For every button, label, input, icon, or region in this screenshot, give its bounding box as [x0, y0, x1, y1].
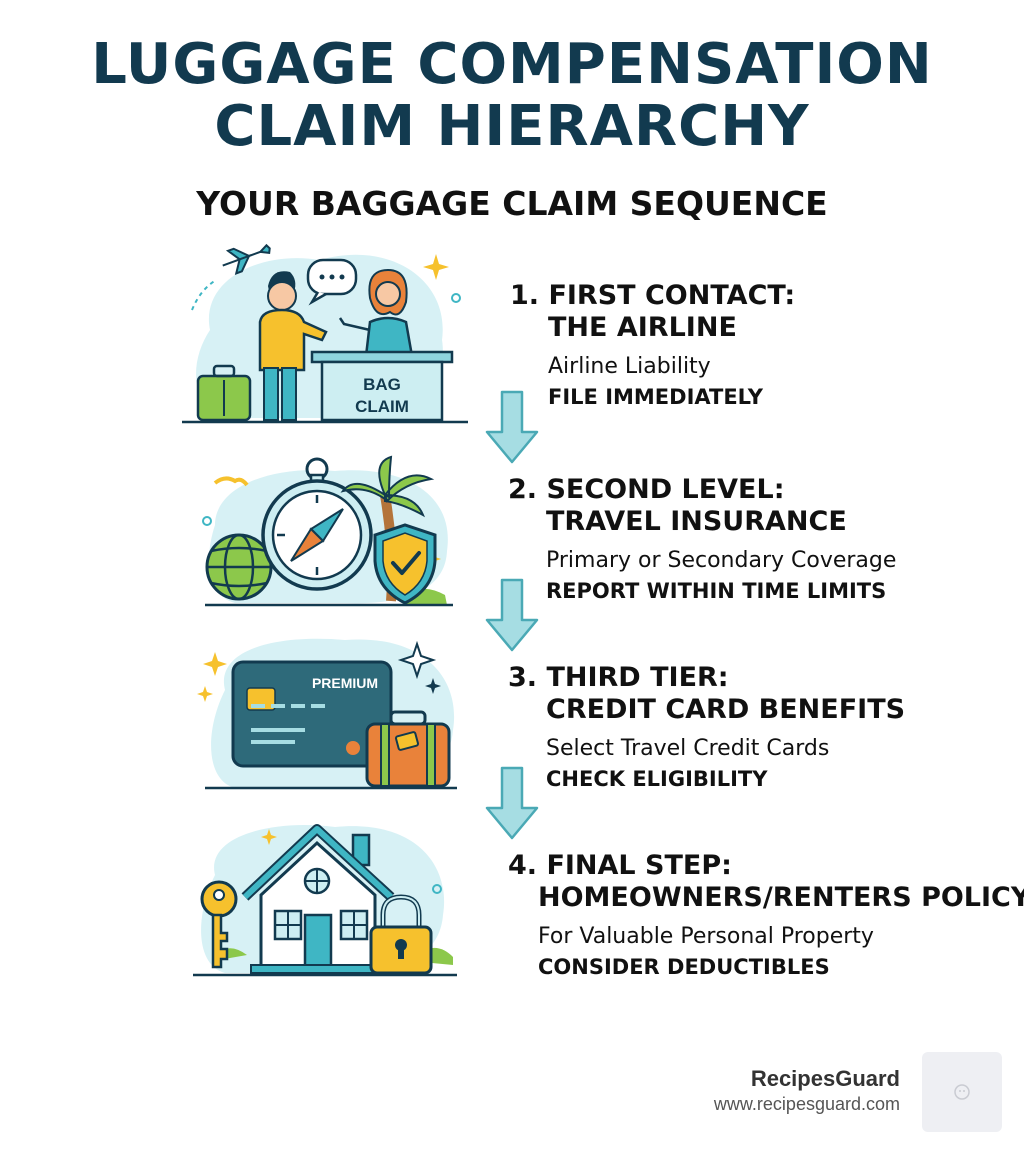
step-4-heading-line-2: HOMEOWNERS/RENTERS POLICY [538, 882, 1024, 913]
shield-check-icon [373, 523, 437, 605]
step-2: 2. SECOND LEVEL: TRAVEL INSURANCE Primar… [508, 474, 896, 606]
suitcase-icon [365, 710, 451, 788]
page-title: LUGGAGE COMPENSATION CLAIM HIERARCHY [0, 34, 1024, 158]
step-2-heading-line-1: 2. SECOND LEVEL: [508, 474, 785, 505]
brand-logo-icon [954, 1084, 970, 1100]
step-1-description: Airline Liability [548, 354, 711, 379]
step-2-description: Primary or Secondary Coverage [546, 548, 897, 573]
brand-url[interactable]: www.recipesguard.com [713, 1094, 900, 1114]
step-1-heading-line-1: 1. FIRST CONTACT: [510, 280, 796, 311]
brand-name: RecipesGuard [750, 1066, 900, 1091]
step-4: 4. FINAL STEP: HOMEOWNERS/RENTERS POLICY… [508, 850, 1024, 982]
desk-sign-line-1: BAG [363, 375, 401, 394]
traveler-figure [258, 271, 328, 421]
house-icon [241, 824, 395, 974]
brand-logo [922, 1052, 1002, 1132]
airline-bag-claim-illustration: BAG CLAIM [182, 243, 468, 424]
down-arrow-icon [485, 390, 539, 464]
homeowners-illustration [193, 824, 457, 977]
bag-claim-desk [310, 350, 454, 422]
down-arrow-icon [485, 578, 539, 652]
step-2-heading-line-2: TRAVEL INSURANCE [546, 506, 847, 537]
suitcase-icon [196, 364, 252, 422]
step-4-heading-line-1: 4. FINAL STEP: [508, 850, 732, 881]
brand-block: RecipesGuard www.recipesguard.com [714, 1066, 900, 1115]
credit-card-illustration: PREMIUM [197, 638, 457, 790]
travel-insurance-illustration [202, 455, 453, 607]
step-1-action: FILE IMMEDIATELY [548, 385, 764, 409]
airline-agent-figure [338, 268, 414, 358]
step-4-description: For Valuable Personal Property [538, 924, 874, 949]
globe-icon [205, 533, 273, 601]
step-3-heading-line-2: CREDIT CARD BENEFITS [546, 694, 906, 725]
step-3: 3. THIRD TIER: CREDIT CARD BENEFITS Sele… [508, 662, 905, 794]
speech-bubble-icon [306, 258, 358, 306]
padlock-icon [369, 894, 433, 975]
step-3-action: CHECK ELIGIBILITY [546, 767, 768, 791]
step-4-action: CONSIDER DEDUCTIBLES [538, 955, 830, 979]
card-label: PREMIUM [312, 675, 378, 691]
key-icon [200, 880, 238, 969]
title-line-1: LUGGAGE COMPENSATION [91, 32, 933, 97]
step-3-description: Select Travel Credit Cards [546, 736, 830, 761]
step-3-heading-line-1: 3. THIRD TIER: [508, 662, 729, 693]
step-1-heading-line-2: THE AIRLINE [548, 312, 737, 343]
sparkle-icon [203, 652, 227, 676]
desk-sign-line-2: CLAIM [355, 397, 409, 416]
title-line-2: CLAIM HIERARCHY [214, 94, 810, 159]
premium-card-icon [231, 660, 393, 768]
down-arrow-icon [485, 766, 539, 840]
page-subtitle: YOUR BAGGAGE CLAIM SEQUENCE [196, 184, 828, 223]
sparkle-icon [397, 640, 437, 680]
step-1: 1. FIRST CONTACT: THE AIRLINE Airline Li… [510, 280, 795, 412]
step-2-action: REPORT WITHIN TIME LIMITS [546, 579, 887, 603]
airplane-icon [222, 243, 271, 275]
sparkle-icon [423, 254, 449, 280]
compass-icon [261, 457, 373, 591]
